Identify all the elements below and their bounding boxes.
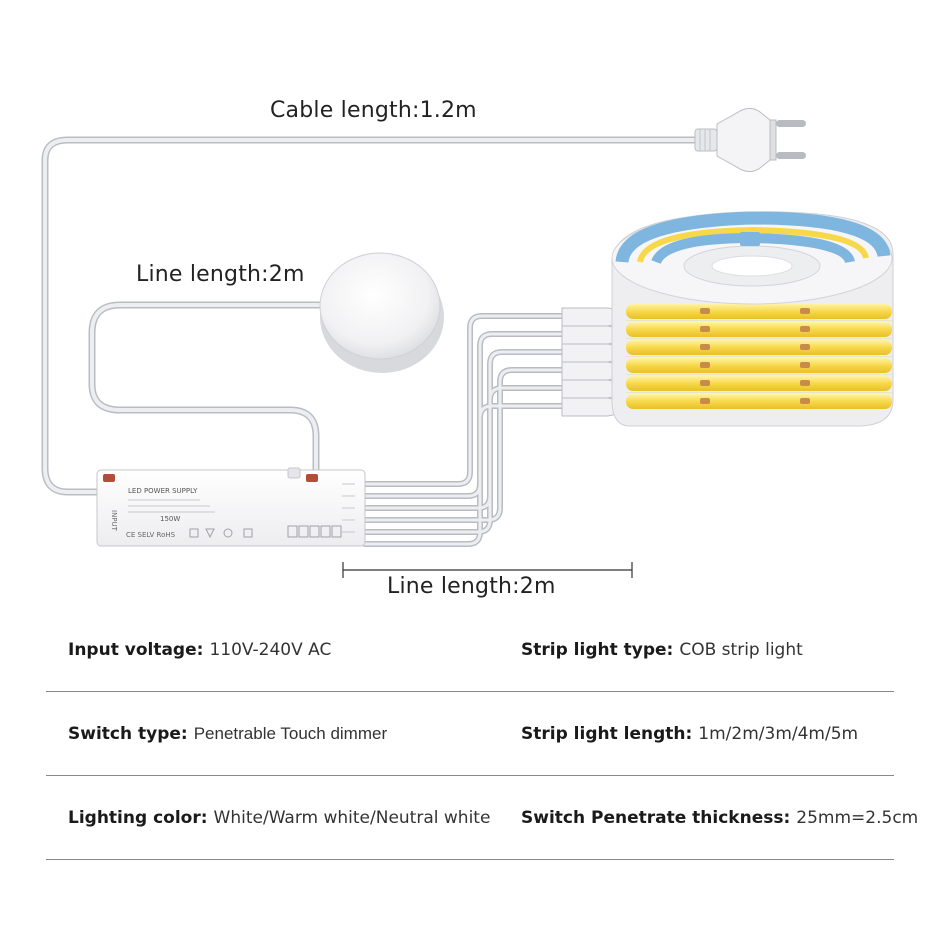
spec-lighting-color: Lighting color: White/Warm white/Neutral… [68, 776, 490, 859]
eu-plug-icon [694, 107, 806, 173]
spec-value: White/Warm white/Neutral white [213, 807, 491, 828]
led-power-supply: INPUT LED POWER SUPPLY 150W CE SELV RoHS [96, 467, 366, 547]
psu-title: LED POWER SUPPLY [128, 487, 198, 495]
spec-row: Input voltage: 110V-240V AC Strip light … [46, 608, 894, 692]
spec-label: Switch type: [68, 723, 188, 744]
divider [46, 691, 894, 692]
psu-certification-marks: CE SELV RoHS [126, 531, 176, 539]
spec-label: Lighting color: [68, 807, 208, 828]
spec-strip-light-type: Strip light type: COB strip light [521, 608, 803, 691]
spec-value: Penetrable Touch dimmer [193, 723, 388, 743]
product-diagram: INPUT LED POWER SUPPLY 150W CE SELV RoHS [41, 107, 894, 578]
output-line-length-label: Line length:2m [387, 574, 556, 599]
psu-wattage: 150W [160, 515, 180, 523]
cob-led-strip-reels [611, 211, 894, 427]
cable-length-label: Cable length:1.2m [270, 98, 477, 123]
spec-label: Strip light type: [521, 639, 674, 660]
switch-line-length-label: Line length:2m [136, 262, 305, 287]
spec-switch-type: Switch type: Penetrable Touch dimmer [68, 692, 387, 775]
divider [46, 775, 894, 776]
spec-value: 25mm=2.5cm [796, 807, 919, 828]
spec-value: 110V-240V AC [209, 639, 332, 660]
spec-input-voltage: Input voltage: 110V-240V AC [68, 608, 331, 691]
spec-row: Lighting color: White/Warm white/Neutral… [46, 776, 918, 860]
spec-value: COB strip light [679, 639, 803, 660]
spec-label: Switch Penetrate thickness: [521, 807, 791, 828]
line-length-bracket [342, 562, 633, 578]
divider [46, 859, 894, 860]
spec-label: Strip light length: [521, 723, 693, 744]
spec-value: 1m/2m/3m/4m/5m [698, 723, 859, 744]
psu-input-label: INPUT [110, 510, 118, 532]
touch-dimmer-switch [319, 252, 444, 373]
spec-penetrate-thickness: Switch Penetrate thickness: 25mm=2.5cm [521, 776, 918, 859]
spec-label: Input voltage: [68, 639, 204, 660]
spec-row: Switch type: Penetrable Touch dimmer Str… [46, 692, 894, 776]
spec-strip-light-length: Strip light length: 1m/2m/3m/4m/5m [521, 692, 858, 775]
